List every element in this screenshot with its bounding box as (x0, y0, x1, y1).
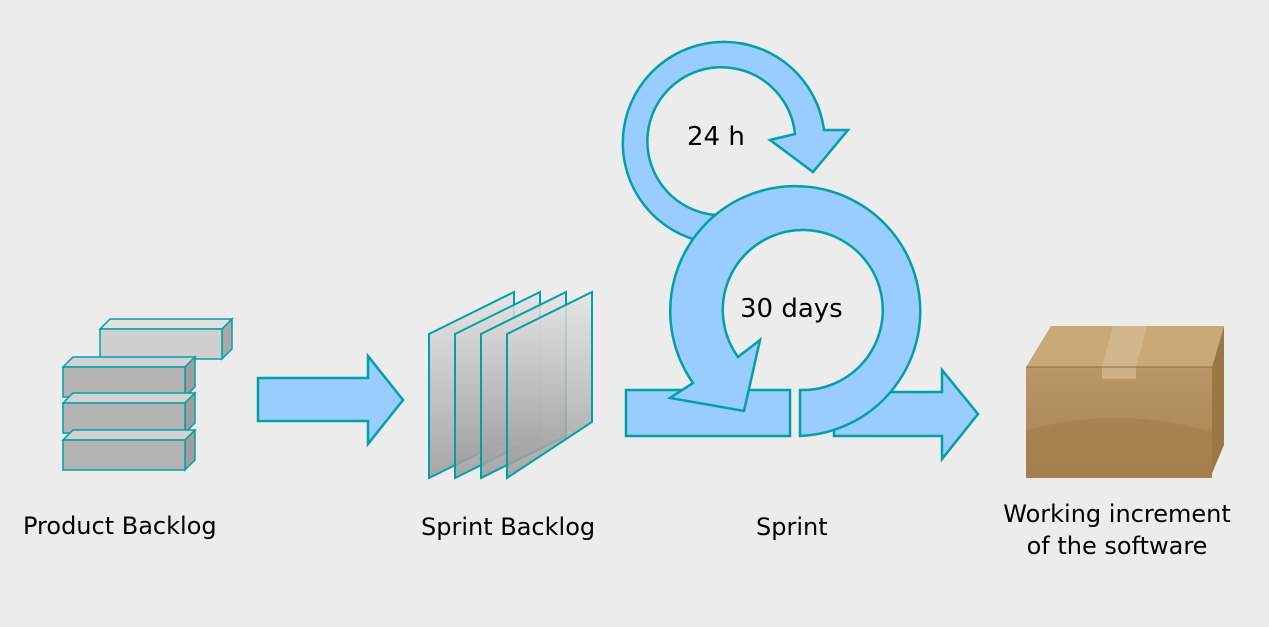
sprint-cycle-arrow (666, 184, 922, 438)
sprint-label: Sprint (756, 513, 828, 541)
sprint-backlog-label: Sprint Backlog (421, 513, 596, 541)
backlog-sheet-4 (506, 290, 593, 480)
sprint-cycle-label: 30 days (740, 294, 843, 324)
product-backlog-icon (61, 317, 234, 472)
sprint-backlog-icon (428, 290, 593, 480)
flow-arrow-1 (256, 352, 405, 448)
daily-cycle-arrow (621, 40, 851, 242)
increment-label-line-2: of the software (1026, 532, 1208, 560)
backlog-block-top (98, 317, 234, 361)
box-side (1210, 326, 1224, 478)
backlog-block-1 (61, 355, 197, 399)
increment-label-line-1: Working increment (1003, 500, 1231, 528)
box-tape (1102, 326, 1147, 367)
backlog-block-2 (61, 391, 197, 435)
product-backlog-label: Product Backlog (23, 512, 217, 540)
product-box-icon (1026, 326, 1224, 478)
backlog-block-3 (61, 428, 197, 472)
daily-cycle-label: 24 h (687, 122, 745, 152)
increment-label: Working increment of the software (990, 498, 1244, 562)
